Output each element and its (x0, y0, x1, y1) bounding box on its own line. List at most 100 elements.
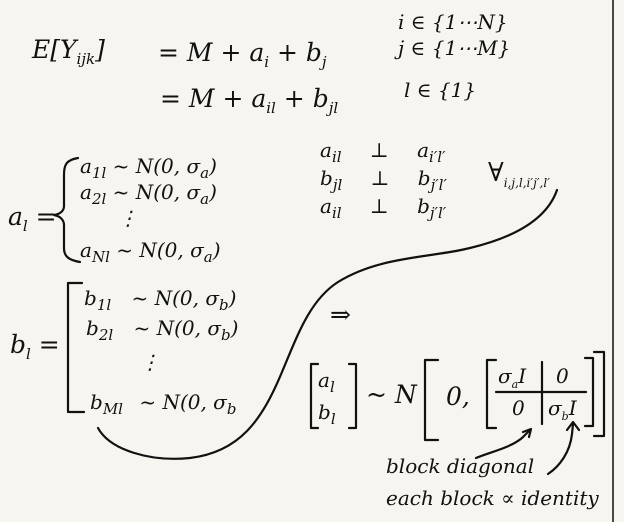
b-row-dots: ⋮ (140, 350, 160, 374)
a-row-n-dsub: a (203, 248, 213, 266)
arrow-block-diagonal (474, 428, 532, 460)
note-each-block-identity: each block ∝ identity (386, 486, 599, 510)
equation-2-rhs: = M + ail + bjl (160, 86, 338, 116)
normal-left-bracket (423, 358, 440, 442)
b-row-1: b1l ~ N(0, σb) (84, 288, 236, 313)
cov-right-bracket (583, 356, 595, 428)
indep-2-right-sub: j′l′ (430, 176, 447, 194)
connector-curve (96, 188, 559, 460)
b-vector-name: b (10, 330, 27, 359)
cov-br-sigma: σ (548, 396, 562, 420)
b-bracket (66, 281, 86, 414)
indep-row-1: ail ⊥ ai′l′ (320, 140, 445, 165)
expectation-subscript: ijk (76, 50, 96, 68)
a-row-n: aNl ~ N(0, σa) (80, 240, 221, 265)
joint-vector-left-bracket (309, 362, 320, 430)
expectation-text: E[Y (32, 35, 77, 64)
joint-top-sub: l (329, 378, 335, 396)
expectation-close: ] (95, 35, 105, 64)
joint-mean: 0, (446, 382, 470, 411)
a-row-1-close: ) (209, 154, 217, 178)
expectation-lhs: E[Yijk] (32, 37, 105, 67)
normal-right-bracket (592, 350, 606, 438)
b-row-2-dist: ~ N(0, σ (133, 316, 222, 340)
indep-3-right: b (417, 194, 430, 218)
a-vector-label: al = (8, 202, 57, 235)
joint-bottom-sub: l (330, 410, 336, 428)
arrow-head-1 (521, 427, 533, 439)
independence-symbol: ⊥ (370, 166, 390, 190)
eq2-b-text: + b (275, 84, 329, 113)
a-row-1: a1l ~ N(0, σa) (80, 156, 217, 181)
equation-1-rhs: = M + ai + bj (158, 40, 327, 70)
eq1-a-subscript: i (264, 53, 270, 71)
a-row-dots: ⋮ (118, 206, 138, 230)
b-row-2-sub: 2l (98, 326, 114, 344)
eq2-b-subscript: jl (328, 99, 339, 117)
cov-tl-sub: a (511, 378, 519, 391)
implies-arrow: ⇒ (330, 300, 351, 329)
indep-2-left: b (320, 166, 333, 190)
independence-symbol: ⊥ (369, 194, 389, 218)
arrow-identity (546, 422, 575, 476)
b-row-1-dist: ~ N(0, σ (131, 286, 220, 310)
cov-br-identity: I (568, 396, 577, 420)
a-row-n-sub: Nl (91, 248, 110, 266)
note-block-diagonal: block diagonal (386, 454, 535, 478)
joint-bottom-name: b (318, 400, 331, 424)
a-row-2-dist: ~ N(0, σ (112, 180, 201, 204)
a-vector-sub: l (22, 217, 28, 235)
indep-3-left: a (320, 194, 332, 218)
cov-tl-sigma: σ (498, 364, 512, 388)
cov-br-sub: b (561, 410, 569, 423)
eq2-rhs-text: = M + a (160, 84, 267, 113)
cov-tl-identity: I (518, 364, 527, 388)
a-row-n-close: ) (212, 238, 221, 262)
joint-bottom: bl (318, 402, 336, 427)
b-row-m-sub: Ml (102, 400, 123, 418)
eq2-a-subscript: il (266, 99, 276, 117)
b-row-1-sub: 1l (96, 296, 112, 314)
a-row-1-dsub: a (200, 164, 210, 182)
b-row-1-close: ) (228, 286, 237, 310)
indep-1-right-sub: i′l′ (429, 148, 446, 166)
forall-quantifier: ∀i,j,l,i′j′,l′ (488, 160, 550, 189)
forall-symbol: ∀ (488, 158, 504, 188)
index-i-range: i ∈ {1⋯N} (398, 10, 508, 34)
a-row-2: a2l ~ N(0, σa) (80, 182, 217, 207)
a-row-n-dist: ~ N(0, σ (116, 238, 204, 262)
indep-1-left-sub: il (331, 148, 342, 166)
indep-row-2: bjl ⊥ bj′l′ (320, 168, 447, 193)
b-row-m-dist: ~ N(0, σ (139, 390, 227, 414)
b-row-m-name: b (90, 390, 103, 414)
cov-left-bracket (485, 358, 498, 430)
a-row-1-name: a (80, 154, 92, 178)
eq1-b-subscript: j (321, 53, 327, 71)
cov-block-bottom-left: 0 (512, 396, 525, 420)
eq1-rhs-text: = M + a (158, 38, 265, 67)
b-row-2-name: b (86, 316, 99, 340)
a-row-2-dsub: a (200, 190, 210, 208)
joint-vector-right-bracket (347, 362, 358, 430)
b-row-m: bMl ~ N(0, σb (90, 392, 236, 417)
indep-row-3: ail ⊥ bj′l′ (320, 196, 446, 221)
forall-indices: i,j,l,i′j′,l′ (503, 176, 550, 191)
b-row-2-dsub: b (221, 326, 231, 344)
index-l-range: l ∈ {1} (404, 78, 477, 102)
joint-top: al (318, 370, 335, 395)
arrow-head-2 (565, 420, 581, 432)
joint-distribution: ~ N (366, 380, 417, 409)
indep-2-left-sub: jl (332, 176, 343, 194)
independence-symbol: ⊥ (369, 138, 389, 162)
indep-1-right: a (417, 138, 430, 162)
a-row-2-close: ) (209, 180, 217, 204)
b-row-1-name: b (84, 286, 97, 310)
a-vector-name: a (8, 202, 23, 231)
b-row-1-dsub: b (219, 296, 229, 314)
page-edge (612, 0, 614, 522)
cov-block-top-right: 0 (556, 364, 569, 388)
a-brace (52, 156, 82, 264)
a-row-1-dist: ~ N(0, σ (112, 154, 201, 178)
indep-3-left-sub: il (331, 204, 342, 222)
